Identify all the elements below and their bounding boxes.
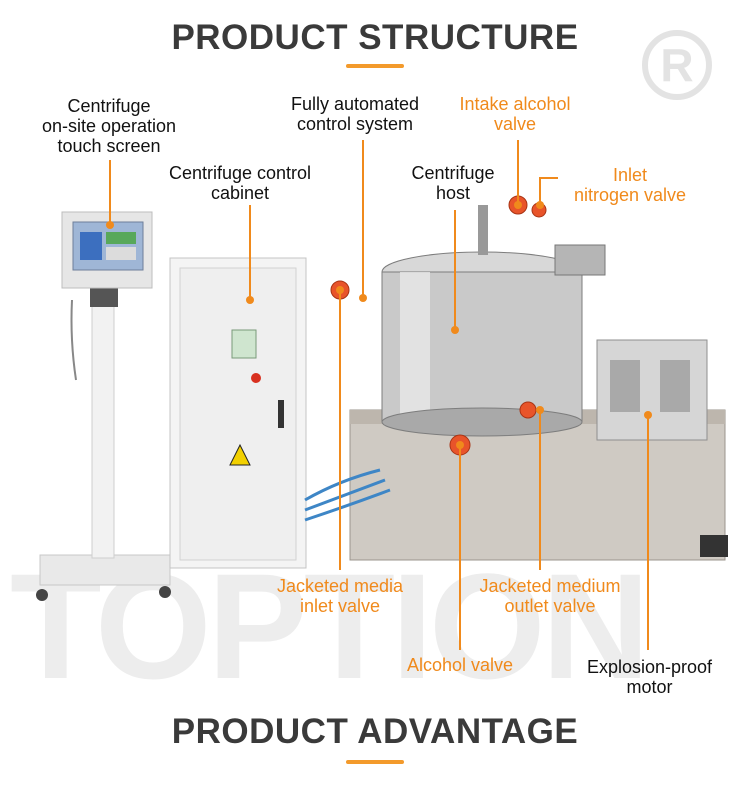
leader-lines — [109, 140, 649, 650]
label-line: Centrifuge — [67, 96, 151, 116]
label-line: Jacketed medium — [479, 576, 621, 596]
label-line: cabinet — [210, 183, 270, 203]
label-jacketed-outlet-valve: Jacketed medium outlet valve — [460, 576, 640, 616]
label-explosion-proof-motor: Explosion-proof motor — [572, 657, 727, 697]
motor-housing — [596, 339, 708, 441]
label-centrifuge-host: Centrifuge host — [398, 163, 508, 203]
centrifuge-drum — [381, 205, 606, 437]
label-line: Inlet — [612, 165, 648, 185]
registered-trademark-icon: R — [642, 30, 712, 100]
label-line: motor — [626, 677, 673, 697]
label-inlet-nitrogen-valve: Inlet nitrogen valve — [560, 165, 700, 205]
label-intake-alcohol-valve: Intake alcohol valve — [440, 94, 590, 134]
label-line: inlet valve — [299, 596, 381, 616]
hoses — [304, 468, 391, 522]
label-line: host — [435, 183, 471, 203]
label-line: Centrifuge — [411, 163, 495, 183]
label-alcohol-valve: Alcohol valve — [385, 655, 535, 675]
control-cabinet — [169, 257, 307, 569]
touch-screen-stand — [36, 211, 171, 601]
label-line: nitrogen valve — [573, 185, 687, 205]
section-title: PRODUCT ADVANTAGE — [171, 712, 579, 751]
title-underline — [346, 64, 404, 68]
leader-dots — [106, 201, 652, 449]
section-title-underline — [346, 760, 404, 764]
label-line: Fully automated — [290, 94, 420, 114]
label-line: touch screen — [57, 136, 161, 156]
label-line: on-site operation — [41, 116, 177, 136]
label-line: Explosion-proof — [586, 657, 713, 677]
page-title: PRODUCT STRUCTURE — [171, 18, 579, 57]
label-line: valve — [493, 114, 537, 134]
label-touch-screen: Centrifuge on-site operation touch scree… — [14, 96, 204, 156]
label-control-cabinet: Centrifuge control cabinet — [150, 163, 330, 203]
label-line: control system — [296, 114, 414, 134]
label-line: Centrifuge control — [168, 163, 312, 183]
label-line: outlet valve — [504, 596, 596, 616]
label-line: Jacketed media — [276, 576, 404, 596]
label-line: Intake alcohol — [459, 94, 571, 114]
label-control-system: Fully automated control system — [265, 94, 445, 134]
label-line: Alcohol valve — [406, 655, 514, 675]
label-jacketed-inlet-valve: Jacketed media inlet valve — [260, 576, 420, 616]
